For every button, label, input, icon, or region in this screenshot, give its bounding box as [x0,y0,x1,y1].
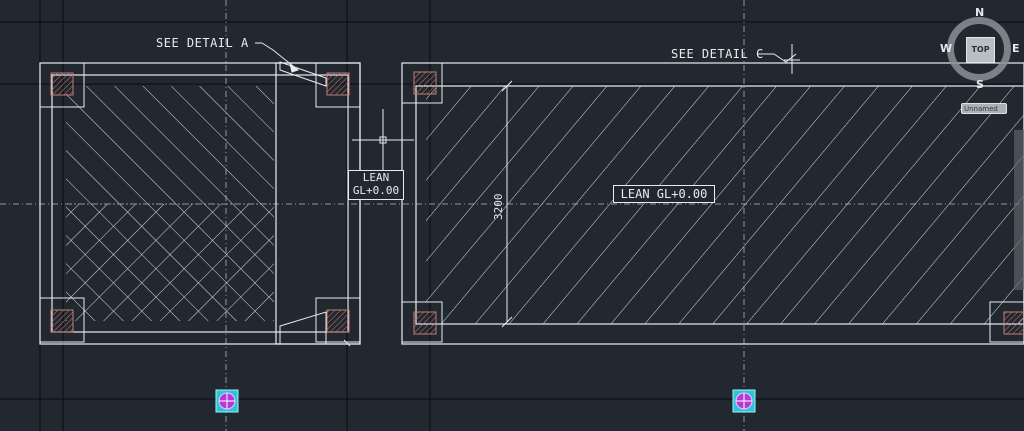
hatch-left-lower [66,204,274,321]
detail-a-leader [255,42,300,73]
lean-small-tag[interactable]: LEAN GL+0.00 [348,170,404,200]
grid-marker-right [732,389,756,413]
columns-left [39,62,361,343]
viewcube[interactable]: N S E W TOP Unnamed [940,6,1024,114]
lean-large-tag[interactable]: LEAN GL+0.00 [613,185,715,203]
dimension-3200-text[interactable]: 3200 [492,193,505,221]
detail-c-leader [758,44,800,74]
compass-south[interactable]: S [976,78,984,91]
dimension-3200-line [501,80,513,328]
compass-ring[interactable] [947,17,1011,81]
side-scroll-strip[interactable] [1014,130,1024,290]
lean-crosshair [352,109,414,170]
lean-small-line1: LEAN [362,171,390,184]
compass-west[interactable]: W [940,42,953,55]
detail-wedges [279,61,351,347]
see-detail-c-label[interactable]: SEE DETAIL C [671,47,764,61]
compass-east[interactable]: E [1012,42,1020,55]
grid-marker-left [215,389,239,413]
columns-right [401,62,1024,343]
compass-north[interactable]: N [975,6,985,19]
lean-small-line2: GL+0.00 [352,184,400,197]
viewcube-top-face[interactable]: TOP [966,37,995,63]
ucs-menu-button[interactable]: Unnamed [961,103,1007,114]
hatch-right [426,86,1024,324]
see-detail-a-label[interactable]: SEE DETAIL A [156,36,249,50]
